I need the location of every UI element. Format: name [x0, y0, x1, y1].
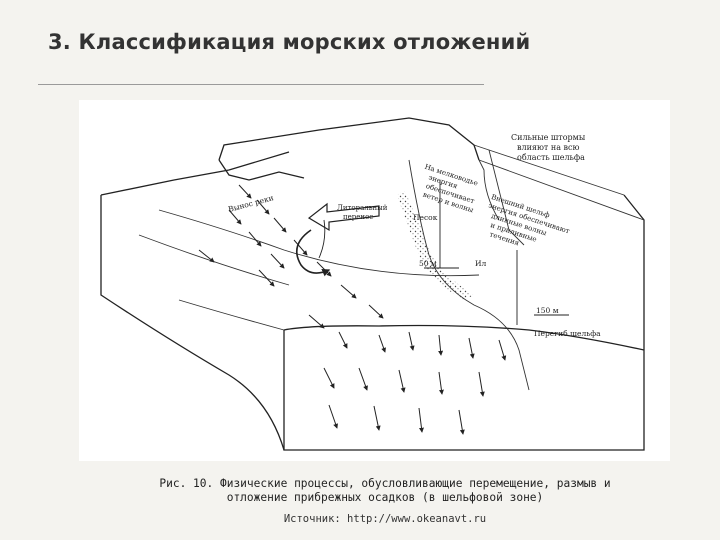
depth-markers — [424, 180, 569, 325]
label-outer-shelf-energy: Внешний шельф энергия обеспечивают длинн… — [479, 193, 575, 262]
slope-lines — [138, 144, 645, 391]
littoral-arrow — [295, 202, 380, 277]
label-shelf-break: Перегиб шельфа — [534, 329, 601, 338]
figure-caption: Рис. 10. Физические процессы, обусловлив… — [80, 477, 690, 505]
label-shallow-energy: На мелководье энергия обеспечивает ветер… — [415, 163, 483, 215]
caption-line-1: Рис. 10. Физические процессы, обусловлив… — [159, 477, 611, 490]
shelf-block-drawing: Сильные штормы влияют на всю область шел… — [100, 117, 645, 451]
shelf-diagram: Сильные штормы влияют на всю область шел… — [79, 100, 670, 461]
label-littoral-transport: Литоральный перенос — [337, 204, 390, 221]
slide-title: 3. Классификация морских отложений — [48, 30, 531, 54]
title-divider — [38, 84, 484, 85]
label-depth-50: 50 м — [419, 259, 437, 268]
sand-band — [397, 190, 474, 300]
label-river-discharge: Вынос реки — [227, 193, 274, 214]
figure-source: Источник: http://www.okeanavt.ru — [283, 513, 487, 525]
block-outline — [100, 117, 645, 451]
caption-line-2: отложение прибрежных осадков (в шельфово… — [226, 491, 544, 504]
label-sand: Песок — [413, 213, 438, 222]
label-depth-150: 150 м — [536, 306, 559, 315]
label-silt: Ил — [475, 259, 487, 268]
label-storms: Сильные штормы влияют на всю область шел… — [511, 133, 588, 162]
flow-arrows — [198, 184, 507, 435]
